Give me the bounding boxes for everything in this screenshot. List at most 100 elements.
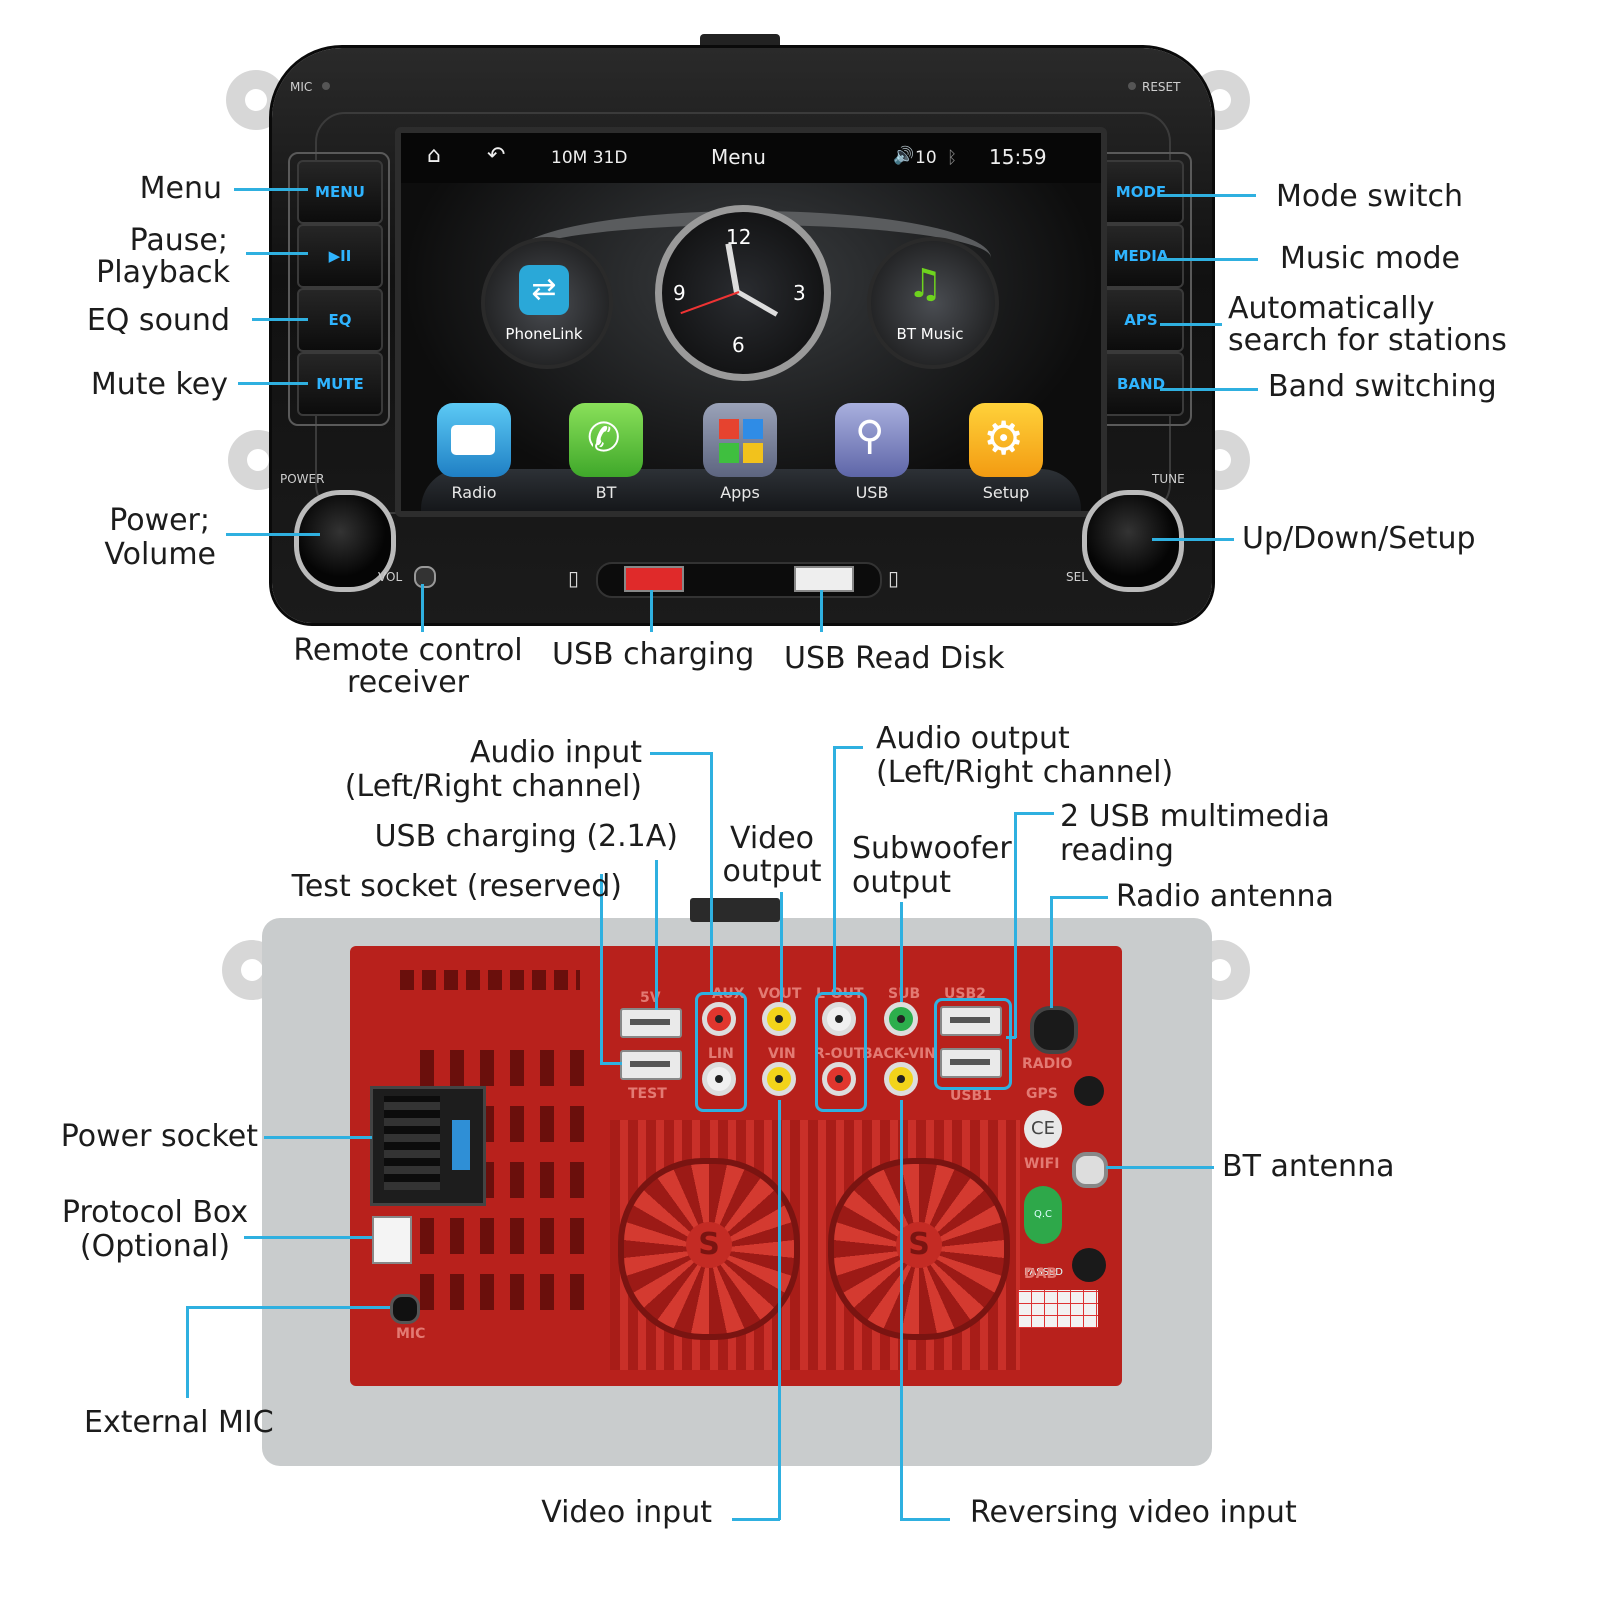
protocol-box-port[interactable] [372,1216,412,1264]
mute-button[interactable]: MUTE [297,352,383,416]
label-protocol2: (Optional) [79,1229,231,1264]
apps-app-icon[interactable] [703,403,777,477]
home-icon[interactable]: ⌂ [427,143,441,168]
video-output-jack[interactable] [762,1002,796,1036]
callout-line [732,1518,780,1521]
port-label: WIFI [1024,1156,1060,1172]
screen-title: Menu [711,145,766,169]
audio-output-left-jack[interactable] [822,1002,856,1036]
remote-receiver [414,566,436,588]
video-input-jack[interactable] [762,1062,796,1096]
label-sub2: output [852,865,951,900]
mic-hole [322,82,330,90]
setup-app-label: Setup [982,483,1030,502]
usb-drive-icon: ▯ [888,566,900,590]
callout-line [1160,194,1256,197]
usb-media-group [934,998,1012,1090]
radio-antenna-socket[interactable] [1030,1006,1078,1054]
ce-mark: CE [1024,1110,1062,1148]
eq-button[interactable]: EQ [297,288,383,352]
label-mute: Mute key [90,367,228,402]
reset-hole[interactable] [1128,82,1136,90]
audio-output-right-jack[interactable] [822,1062,856,1096]
music-note-icon: ♫ [907,261,943,307]
label-mode: Mode switch [1276,179,1464,214]
reversing-video-input-jack[interactable] [884,1062,918,1096]
clock-number: 9 [673,281,686,305]
label-video-out2: output [722,854,822,889]
phonelink-icon: ⇄ [519,265,569,315]
port-label: GPS [1026,1086,1058,1102]
label-remote1: Remote control [293,633,523,668]
cooling-fan [828,1158,1010,1340]
callout-line [780,892,783,1002]
mode-button[interactable]: MODE [1098,160,1184,224]
usb2-port[interactable] [940,1006,1002,1036]
label-menu: Menu [139,171,222,206]
label-audio-out1: Audio output [876,721,1070,756]
callout-line [710,752,713,992]
band-button[interactable]: BAND [1098,352,1184,416]
bt-antenna-socket[interactable] [1072,1152,1108,1188]
clock-number: 3 [793,281,806,305]
bt-app-icon[interactable] [569,403,643,477]
label-remote2: receiver [347,665,469,700]
config-sticker [1018,1290,1098,1328]
usb-charging-port[interactable] [620,1008,682,1038]
callout-line [421,584,424,632]
aps-button[interactable]: APS [1098,288,1184,352]
date: 10M 31D [551,148,628,168]
cooling-fan [618,1158,800,1340]
callout-line [1160,258,1258,261]
radio-app-label: Radio [451,483,497,502]
label-auto1: Automatically [1228,291,1435,326]
port-label: R-OUT [814,1046,864,1062]
label-bt-antenna: BT antenna [1222,1149,1395,1184]
bt-app-label: BT [595,483,617,502]
callout-line [900,1100,903,1520]
back-icon[interactable]: ↶ [487,143,506,168]
callout-line [650,752,712,755]
subwoofer-output-jack[interactable] [884,1002,918,1036]
usb-charging-port[interactable] [624,566,684,592]
bt-music-widget[interactable] [867,237,999,369]
menu-button[interactable]: MENU [297,160,383,224]
external-mic-jack[interactable] [390,1294,420,1324]
apps-grid-icon [719,443,739,463]
port-label: RADIO [1022,1056,1073,1072]
setup-app-icon[interactable] [969,403,1043,477]
dab-socket[interactable] [1072,1248,1106,1282]
label-video-out1: Video [729,821,815,856]
usb-app-icon[interactable] [835,403,909,477]
callout-line [900,902,903,1002]
callout-line [186,1306,390,1309]
callout-line [1050,896,1108,899]
audio-input-right-jack[interactable] [702,1002,736,1036]
label-eq: EQ sound [86,303,230,338]
port-label: VOUT [758,986,801,1002]
usb-read-port[interactable] [794,566,854,592]
play-pause-button[interactable]: ▶II [297,224,383,288]
media-button[interactable]: MEDIA [1098,224,1184,288]
usb1-port[interactable] [940,1048,1002,1078]
audio-input-left-jack[interactable] [702,1062,736,1096]
port-label: TEST [628,1086,667,1102]
apps-grid-icon [719,419,739,439]
label-band: Band switching [1268,369,1497,404]
callout-line [234,188,308,191]
touch-screen[interactable]: ⌂ ↶ 10M 31D Menu 🔊 10 ᛒ 15:59 ⇄ PhoneLin… [395,127,1107,517]
apps-grid-icon [743,419,763,439]
callout-line [1014,812,1054,815]
tune-label: TUNE [1152,472,1185,486]
phone-icon: ✆ [587,415,621,461]
callout-line [1050,896,1053,1008]
tune-knob[interactable] [1082,490,1184,592]
gps-socket[interactable] [1074,1076,1104,1106]
speaker-icon: 🔊 [893,146,915,166]
test-socket[interactable] [620,1050,682,1080]
clock-time: 15:59 [989,145,1047,169]
power-volume-knob[interactable] [294,490,396,592]
port-label: USB1 [950,1088,992,1104]
qc-sticker: Q.C PASSED [1024,1186,1063,1278]
usb-app-label: USB [855,483,889,502]
